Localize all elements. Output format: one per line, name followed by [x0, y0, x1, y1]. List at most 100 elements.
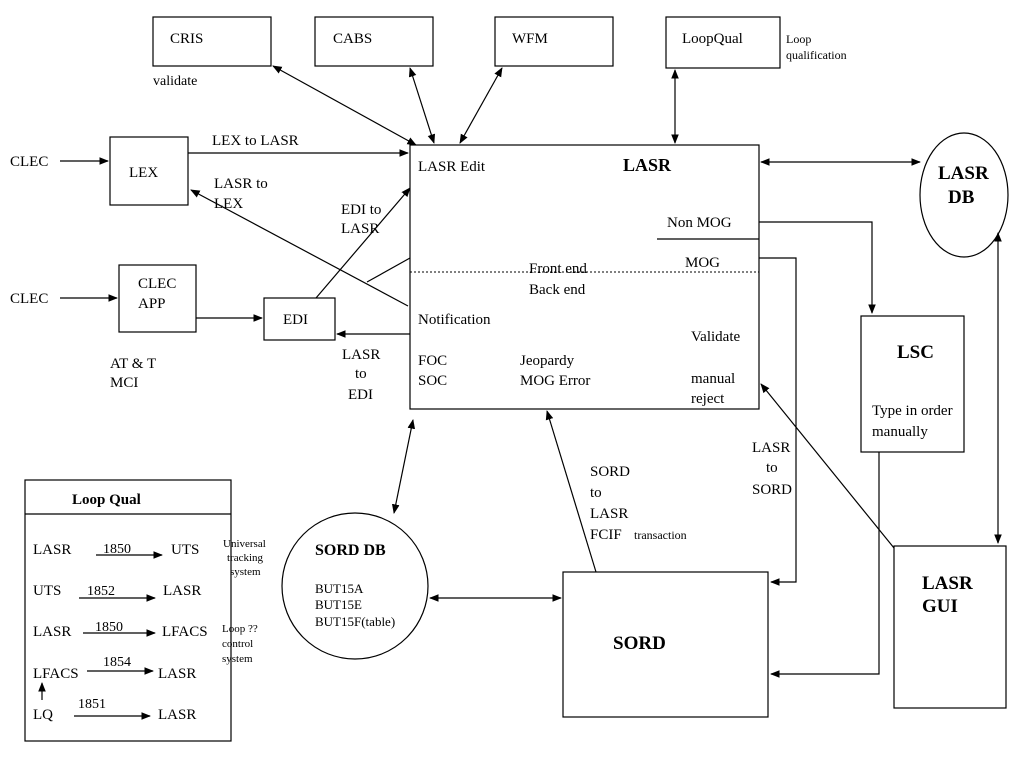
lasr-gui-label-1: LASR: [922, 573, 973, 594]
sord-db-table-2: BUT15E: [315, 597, 362, 612]
loop-control-note-1: Loop ??: [222, 623, 258, 635]
non-mog-label: Non MOG: [667, 215, 732, 231]
lq-row2-to: LASR: [163, 583, 201, 599]
jeopardy-label: Jeopardy: [520, 353, 575, 369]
loop-qual-panel: Loop Qual LASR 1850 UTS UTS 1852 LASR LA…: [24, 479, 266, 742]
front-end-label: Front end: [529, 261, 587, 277]
sord-db-table-1: BUT15A: [315, 581, 364, 596]
lq-row2-code: 1852: [87, 584, 115, 599]
lsc-label: LSC: [897, 342, 934, 363]
universal-note-1: Universal: [223, 538, 266, 550]
lq-row3-to: LFACS: [162, 624, 208, 640]
universal-note-3: system: [230, 566, 261, 578]
lasr-gui-box: LASR GUI: [893, 545, 1007, 709]
cabs-lasr-arrow: [408, 67, 436, 144]
sord-db-table-3: BUT15F(table): [315, 614, 395, 629]
loop-control-note-2: control: [222, 638, 253, 650]
lsc-note-2: manually: [872, 424, 928, 440]
sord-to-lasr-label-2: to: [590, 485, 602, 501]
sord-to-lasr-label-3: LASR: [590, 506, 628, 522]
edi-to-lasr-label-1: EDI to: [341, 202, 381, 218]
lsc-to-sord-arrow: [770, 452, 880, 678]
back-end-label: Back end: [529, 282, 586, 298]
lq-row1-code: 1850: [103, 542, 131, 557]
lasr-to-edi-label-2: to: [355, 366, 367, 382]
lasr-to-edi-label-3: EDI: [348, 387, 373, 403]
edi-to-lasr-arrow: [315, 187, 411, 299]
lq-row1-to: UTS: [171, 542, 199, 558]
notification-label: Notification: [418, 312, 491, 328]
sord-box: SORD: [562, 571, 769, 718]
wfm-box: WFM: [494, 16, 614, 67]
sord-db-label: SORD DB: [315, 542, 386, 559]
clec-app-box: CLEC APP: [118, 264, 197, 333]
sord-to-lasr-label-1: SORD: [590, 464, 630, 480]
clec-app-label-2: APP: [138, 296, 166, 312]
clec-app-label-1: CLEC: [138, 276, 176, 292]
edi-label: EDI: [283, 312, 308, 328]
reject-label: reject: [691, 391, 725, 407]
lasrgui-to-lasr-arrow: [760, 383, 895, 549]
lq-row4-from: LFACS: [33, 666, 79, 682]
cris-box: CRIS: [152, 16, 272, 67]
lex-box: LEX: [109, 136, 189, 206]
lq-row5-to: LASR: [158, 707, 196, 723]
loop-control-note-3: system: [222, 653, 253, 665]
lq-row5-from: LQ: [33, 707, 53, 723]
sord-to-lasr-arrow: [545, 410, 597, 573]
loop-qualification-note-1: Loop: [786, 32, 811, 46]
lasr-db-label-2: DB: [948, 187, 975, 208]
lasr-gui-label-2: GUI: [922, 596, 958, 617]
loop-qual-title: Loop Qual: [72, 492, 141, 508]
sord-label: SORD: [613, 633, 666, 654]
edi-to-lasr-label-2: LASR: [341, 221, 379, 237]
clec-bottom-label: CLEC: [10, 291, 48, 307]
lq-row3-from: LASR: [33, 624, 71, 640]
nonmog-to-lsc-arrow: [759, 221, 876, 314]
edi-box: EDI: [263, 297, 336, 341]
mog-to-sord-arrow: [759, 257, 797, 586]
lasr-main-box: LASR LASR Edit Non MOG MOG Front end Bac…: [366, 144, 760, 410]
lsc-box: LSC Type in order manually: [860, 315, 965, 453]
cabs-box: CABS: [314, 16, 434, 67]
lasr-to-sord-label-2: to: [766, 460, 778, 476]
cris-lasr-arrow: [272, 65, 417, 146]
foc-label: FOC: [418, 353, 447, 369]
sord-to-lasr-label-4: FCIF: [590, 527, 622, 543]
lasr-to-lex-label-2: LEX: [214, 196, 243, 212]
validate-inner-label: Validate: [691, 329, 740, 345]
lasr-to-edi-label-1: LASR: [342, 347, 380, 363]
loopqual-label: LoopQual: [682, 31, 743, 47]
lasr-to-lex-label-1: LASR to: [214, 176, 268, 192]
att-label: AT & T: [110, 356, 156, 372]
clec-top-label: CLEC: [10, 154, 48, 170]
lasr-db-circle: LASR DB: [919, 132, 1009, 258]
lasr-title: LASR: [623, 155, 672, 175]
universal-note-2: tracking: [227, 552, 264, 564]
transaction-label: transaction: [634, 528, 687, 542]
mog-error-label: MOG Error: [520, 373, 590, 389]
lq-row1-from: LASR: [33, 542, 71, 558]
sord-db-circle: SORD DB BUT15A BUT15E BUT15F(table): [281, 512, 429, 660]
lsc-note-1: Type in order: [872, 403, 953, 419]
lasr-to-sord-label-1: LASR: [752, 440, 790, 456]
manual-label: manual: [691, 371, 735, 387]
wfm-lasr-arrow: [459, 67, 503, 144]
loopqual-box: LoopQual: [665, 16, 781, 69]
lex-to-lasr-label: LEX to LASR: [212, 133, 299, 149]
lex-label: LEX: [129, 165, 158, 181]
cris-label: CRIS: [170, 31, 203, 47]
lq-row4-code: 1854: [103, 655, 131, 670]
lasr-edit-label: LASR Edit: [418, 159, 486, 175]
edi-lasr-tick: [366, 257, 411, 283]
lasr-to-lex-arrow: [190, 189, 409, 307]
lq-row3-code: 1850: [95, 620, 123, 635]
lq-row5-code: 1851: [78, 697, 106, 712]
loop-qualification-note-2: qualification: [786, 48, 847, 62]
lasr-sorddb-arrow: [391, 419, 416, 514]
lasr-db-label-1: LASR: [938, 163, 989, 184]
lq-row4-to: LASR: [158, 666, 196, 682]
mci-label: MCI: [110, 375, 138, 391]
lasr-to-sord-label-3: SORD: [752, 482, 792, 498]
